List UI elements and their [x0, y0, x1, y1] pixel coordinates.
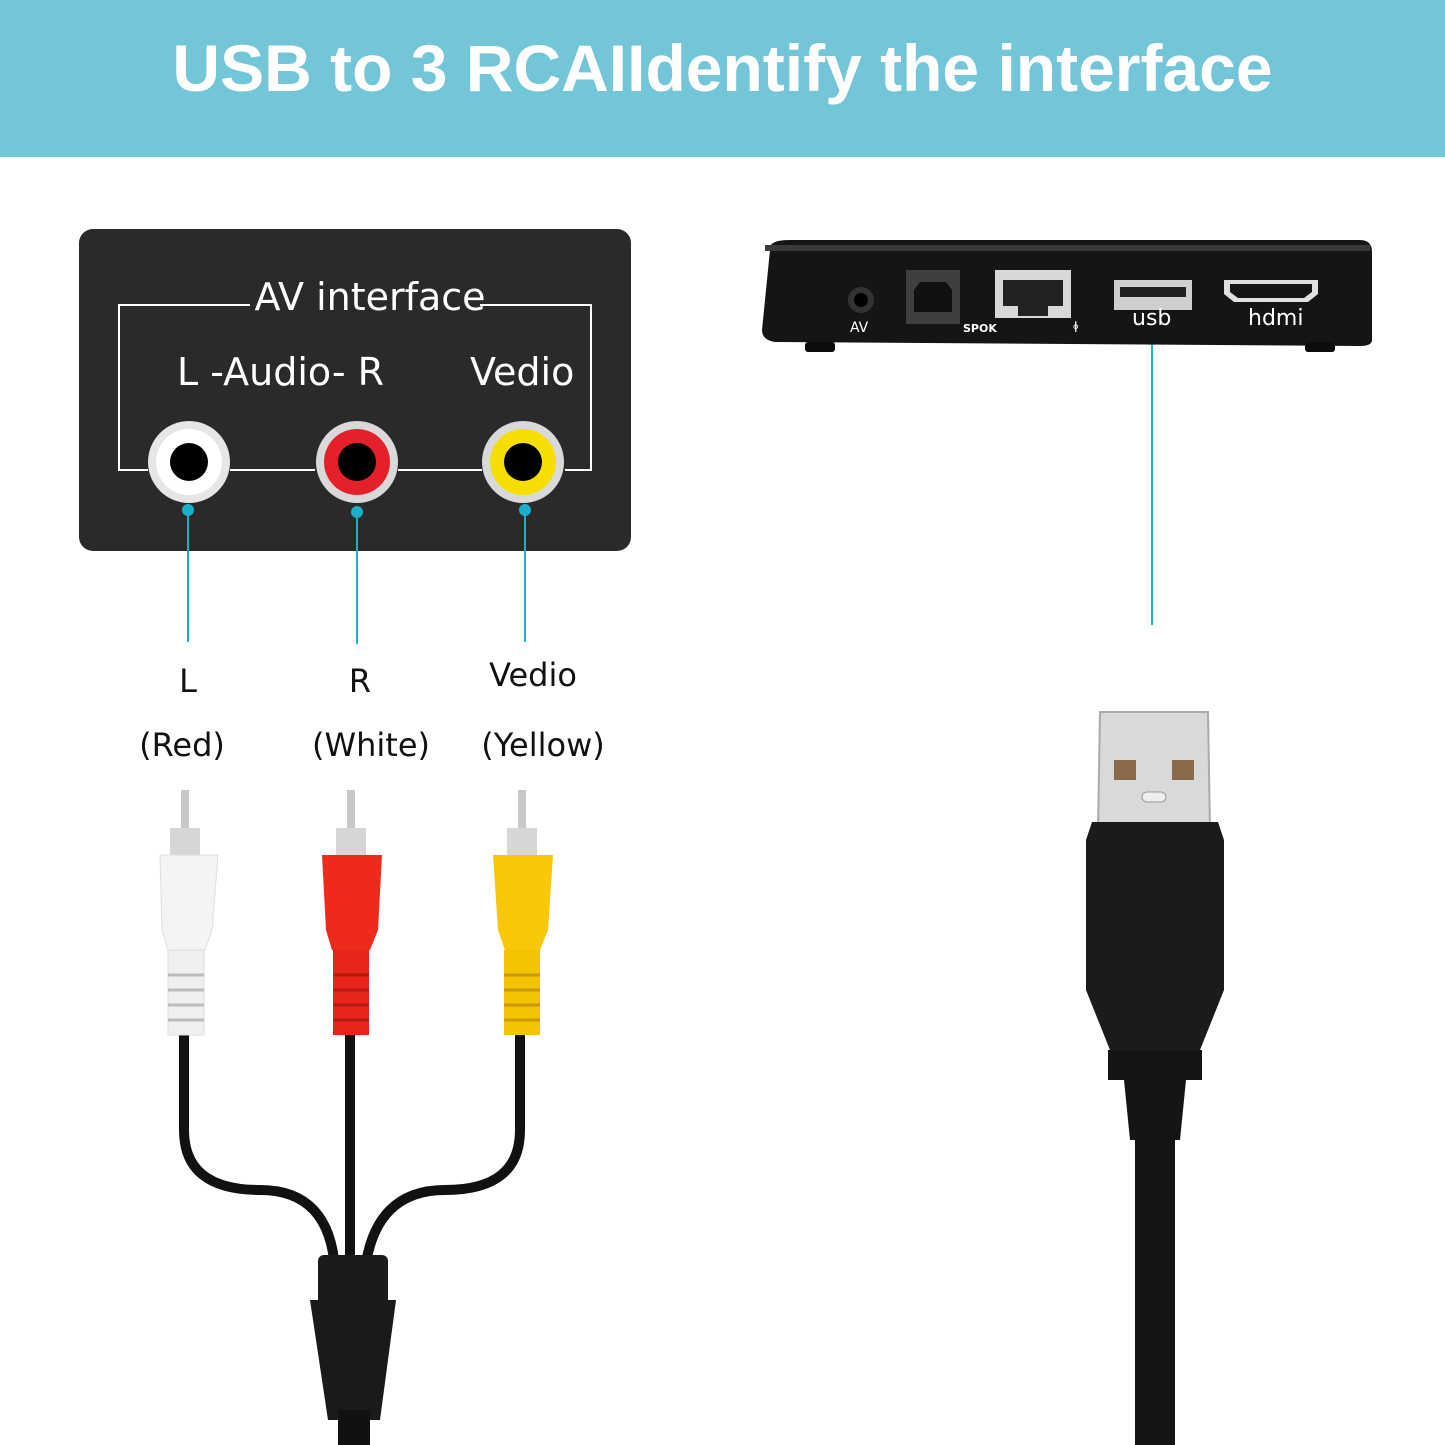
red-rca-jack-icon [316, 421, 398, 503]
label-yellow: (Yellow) [481, 726, 605, 764]
white-rca-jack-icon [148, 421, 230, 503]
rca-cable-icon [159, 790, 553, 1445]
port-label-hdmi: hdmi [1248, 306, 1304, 331]
callout-lines [187, 338, 1153, 644]
port-label-lan: ꬹ [1073, 320, 1079, 336]
av-interface-title: AV interface [254, 275, 486, 319]
tv-box-icon [762, 240, 1372, 352]
yellow-rca-jack-icon [482, 421, 564, 503]
usb-a-plug-icon [1086, 711, 1224, 1445]
label-red: (Red) [139, 726, 225, 764]
label-l: L [179, 662, 197, 700]
label-r: R [348, 662, 372, 700]
banner-title: USB to 3 RCAIIdentify the interface [172, 31, 1273, 105]
title-banner: USB to 3 RCAIIdentify the interface [0, 0, 1445, 157]
port-label-av: AV [850, 320, 869, 336]
port-label-spdif: SPOK [963, 322, 997, 335]
port-label-usb: usb [1132, 306, 1172, 331]
label-white: (White) [311, 726, 430, 764]
label-vedio: Vedio [489, 656, 577, 694]
video-channel-label: Vedio [470, 350, 575, 394]
audio-channel-label: L -Audio- R [177, 350, 385, 394]
